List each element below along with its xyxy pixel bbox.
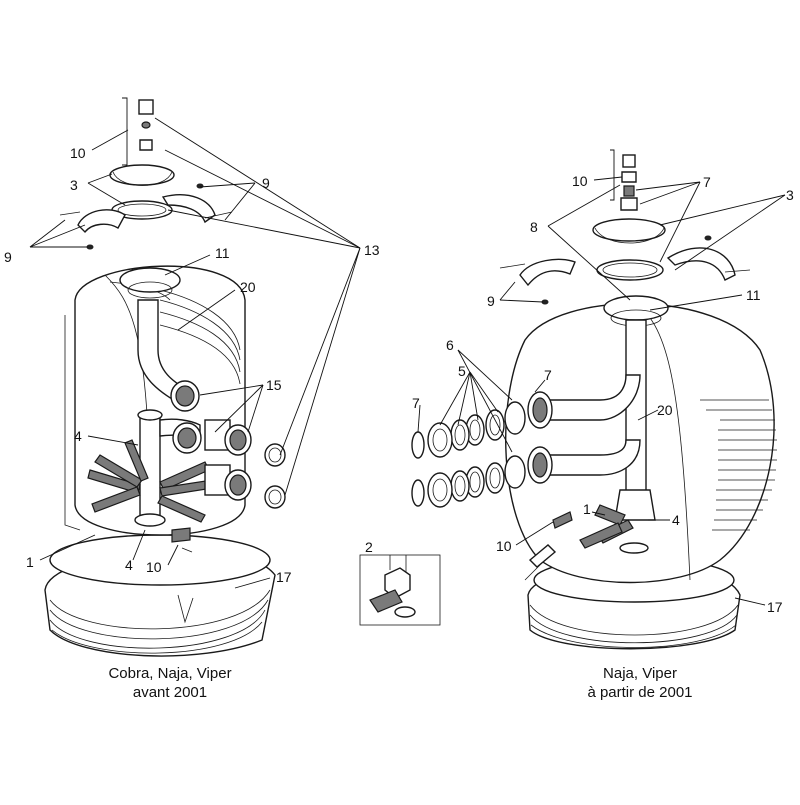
left-label-17: 17 (276, 569, 292, 585)
right-label-8: 8 (530, 219, 538, 235)
left-caption-models: Cobra, Naja, Viper (108, 665, 232, 682)
left-caption: Cobra, Naja, Viper avant 2001 (20, 664, 320, 702)
right-part-labels: 10 7 3 8 9 11 6 5 7 7 20 1 4 10 17 (412, 173, 794, 615)
left-filter-assembly: 10 3 9 9 11 20 13 15 4 1 4 10 17 (4, 97, 380, 657)
right-tank-body (505, 295, 777, 584)
right-label-3: 3 (786, 187, 794, 203)
right-leader-lines (417, 149, 786, 606)
left-laterals (87, 439, 214, 523)
right-label-17: 17 (767, 599, 783, 615)
right-port-seals (411, 391, 553, 508)
left-label-9-left: 9 (4, 249, 12, 265)
left-label-9-right: 9 (262, 175, 270, 191)
left-top-parts (59, 99, 233, 250)
left-label-10-bottom: 10 (146, 559, 162, 575)
right-caption-models: Naja, Viper (603, 665, 677, 682)
right-label-7-mid: 7 (544, 367, 552, 383)
left-label-4-bottom: 4 (125, 557, 133, 573)
left-label-10-top: 10 (70, 145, 86, 161)
right-label-5: 5 (458, 363, 466, 379)
left-leader-lines (29, 97, 361, 589)
right-label-1: 1 (583, 501, 591, 517)
left-label-13: 13 (364, 242, 380, 258)
right-label-7-left: 7 (412, 395, 420, 411)
right-label-7-top: 7 (703, 174, 711, 190)
right-label-10-top: 10 (572, 173, 588, 189)
left-base-ring (44, 534, 276, 657)
right-top-parts (499, 154, 751, 305)
right-label-4: 4 (672, 512, 680, 528)
left-label-3: 3 (70, 177, 78, 193)
left-label-20: 20 (240, 279, 256, 295)
left-label-4-mid: 4 (74, 428, 82, 444)
inset-part-2: 2 (359, 539, 441, 626)
right-caption: Naja, Viper à partir de 2001 (490, 664, 790, 702)
right-label-11: 11 (746, 287, 761, 303)
right-label-6: 6 (446, 337, 454, 353)
left-side-ports (170, 380, 286, 509)
right-label-10-bottom: 10 (496, 538, 512, 554)
left-label-15: 15 (266, 377, 282, 393)
left-part-labels: 10 3 9 9 11 20 13 15 4 1 4 10 17 (4, 145, 380, 585)
left-label-11: 11 (215, 245, 230, 261)
right-label-9: 9 (487, 293, 495, 309)
left-tank-body (64, 265, 246, 553)
right-caption-period: à partir de 2001 (587, 684, 693, 701)
left-label-1: 1 (26, 554, 34, 570)
right-label-20: 20 (657, 402, 673, 418)
right-filter-assembly: 10 7 3 8 9 11 6 5 7 7 20 1 4 10 17 (411, 149, 794, 650)
inset-label-2: 2 (365, 539, 373, 555)
left-caption-period: avant 2001 (132, 684, 208, 701)
